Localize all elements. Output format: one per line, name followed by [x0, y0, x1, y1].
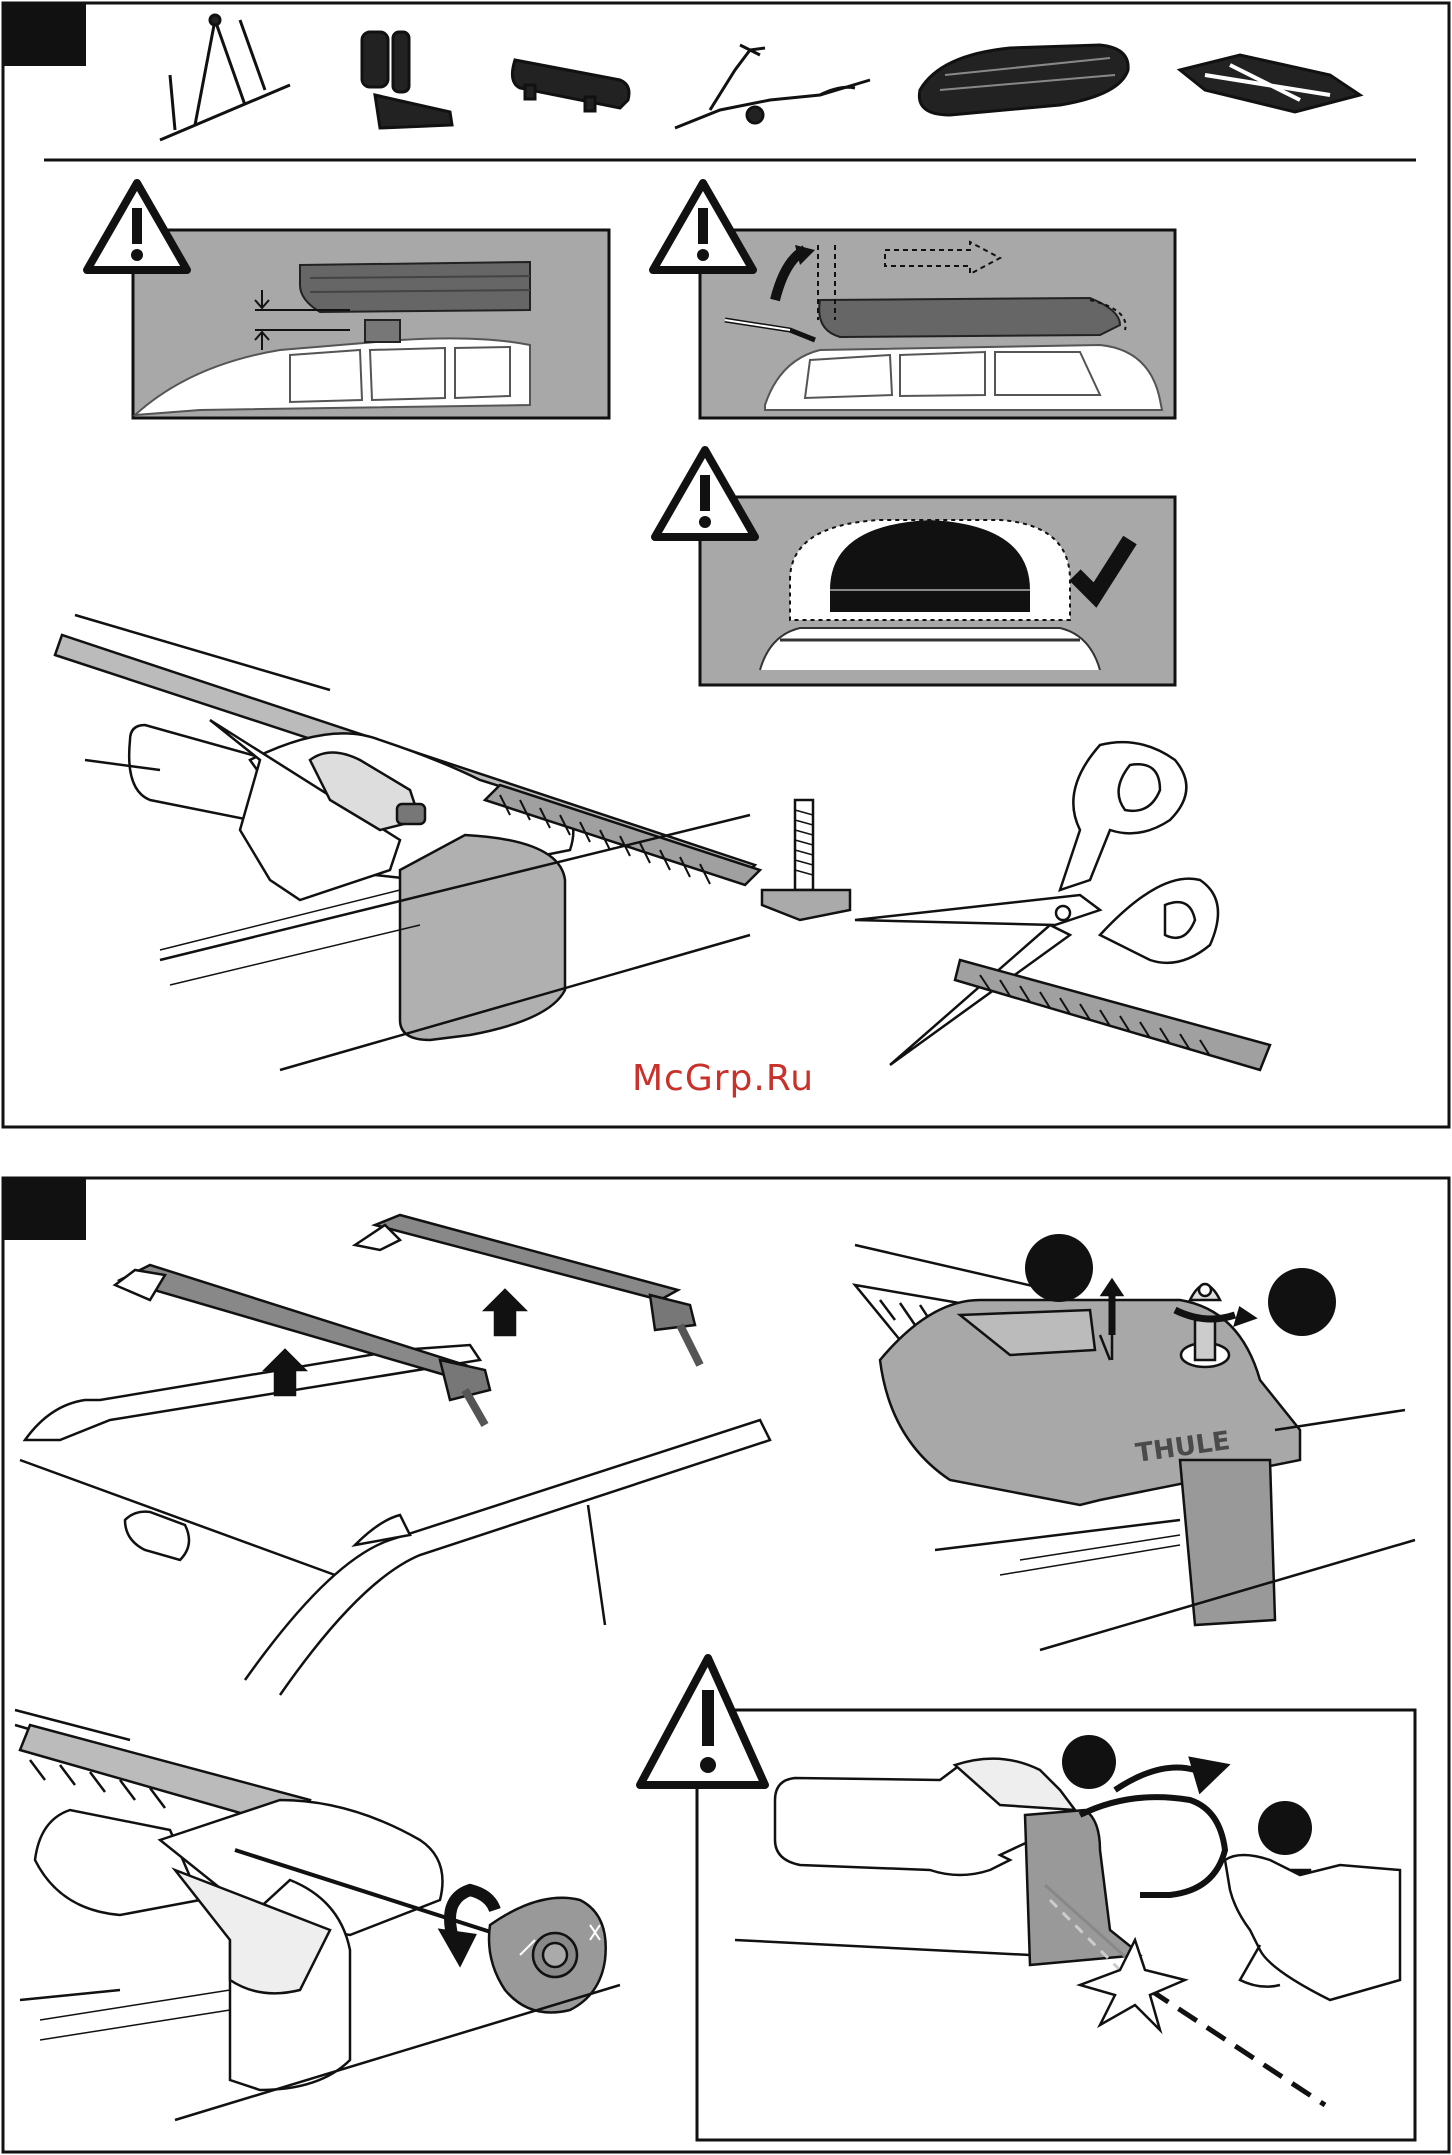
ski-carrier-icon: [512, 60, 629, 111]
box-centering-warning: [700, 497, 1175, 685]
bike-carrier-icon: [160, 15, 290, 140]
roof-box-clearance-warning: [133, 230, 609, 418]
badge-1: [1025, 1234, 1093, 1302]
badge-3: [1062, 1735, 1116, 1789]
torque-knob-illustration: [15, 1710, 620, 2120]
tailgate-clearance-warning: [700, 230, 1175, 418]
step-tab-upper: [3, 3, 86, 66]
roof-basket-icon: [1180, 55, 1360, 112]
roof-box-icon: [919, 45, 1128, 115]
badge-4: [1258, 1801, 1312, 1855]
roof-crossbars-illustration: [20, 1215, 770, 1695]
badge-2: [1268, 1268, 1336, 1336]
warning-triangle-icon: [655, 450, 755, 537]
accessory-icons-row: [160, 15, 1360, 140]
strap-tightening-warning: [697, 1710, 1415, 2140]
warning-triangle-icon: [87, 183, 187, 270]
bike-carrier-alt-icon: [675, 45, 870, 128]
watermark-text: McGrp.Ru: [632, 1058, 814, 1099]
section-lower: THULE: [3, 1178, 1449, 2152]
warning-triangle-icon: [653, 183, 753, 270]
section-upper: McGrp.Ru: [3, 3, 1449, 1127]
step-tab-lower: [3, 1178, 86, 1240]
kayak-carrier-icon: [362, 32, 452, 128]
